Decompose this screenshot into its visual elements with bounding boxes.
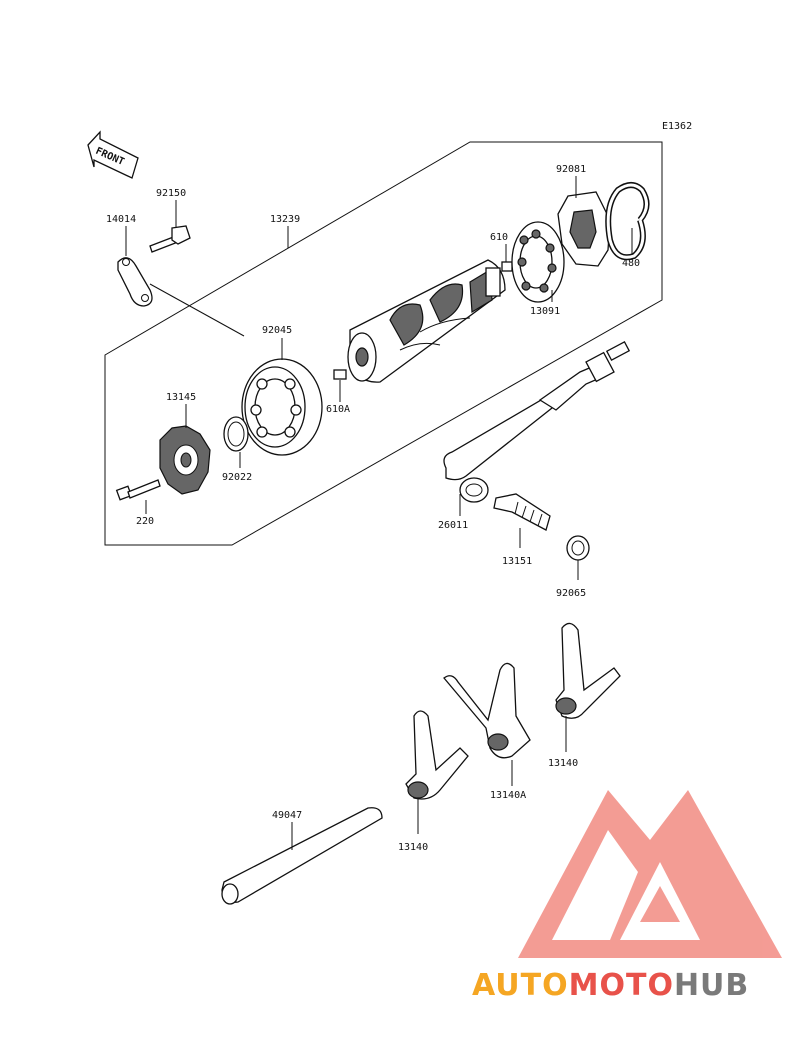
shift-fork-middle (443, 662, 531, 759)
label-14014: 14014 (106, 214, 136, 225)
label-92065: 92065 (556, 588, 586, 599)
shift-fork-right (555, 622, 621, 719)
fork-shaft (221, 807, 383, 905)
label-13145: 13145 (166, 392, 196, 403)
label-13091: 13091 (530, 306, 560, 317)
pin-holder (159, 425, 211, 495)
label-13239: 13239 (270, 214, 300, 225)
label-26011: 26011 (438, 520, 468, 531)
bearing (241, 358, 323, 456)
shift-cam (511, 221, 565, 303)
label-92022: 92022 (222, 472, 252, 483)
label-92081: 92081 (556, 164, 586, 175)
watermark-moto: MOTO (569, 968, 674, 1003)
watermark-logo (518, 790, 782, 958)
washer-92065 (566, 535, 590, 561)
watermark-text: AUTOMOTOHUB (472, 968, 749, 1003)
circlip (605, 182, 650, 261)
label-92150: 92150 (156, 188, 186, 199)
pin-610a (333, 369, 347, 380)
label-92045: 92045 (262, 325, 292, 336)
bolt-220 (115, 479, 161, 501)
label-480: 480 (622, 258, 640, 269)
label-13140-right: 13140 (548, 758, 578, 769)
shift-drum (347, 259, 506, 383)
pin-610 (501, 261, 513, 272)
label-13140-left: 13140 (398, 842, 428, 853)
cam-plate (557, 191, 611, 267)
leader-lines (125, 176, 633, 850)
front-arrow-icon: FRONT (87, 130, 139, 179)
bolt-13151 (493, 493, 551, 531)
label-13151: 13151 (502, 556, 532, 567)
assembly-outline (104, 141, 663, 546)
label-49047: 49047 (272, 810, 302, 821)
diagram-code: E1362 (662, 121, 692, 132)
label-610a: 610A (326, 404, 350, 415)
shift-fork-left (405, 710, 469, 800)
label-13140a: 13140A (490, 790, 526, 801)
bolt-92150 (149, 225, 191, 253)
watermark-hub: HUB (674, 968, 749, 1003)
label-610: 610 (490, 232, 508, 243)
watermark-auto: AUTO (472, 968, 569, 1003)
label-220: 220 (136, 516, 154, 527)
shift-shaft (443, 341, 631, 503)
stopper-plate (117, 257, 153, 307)
